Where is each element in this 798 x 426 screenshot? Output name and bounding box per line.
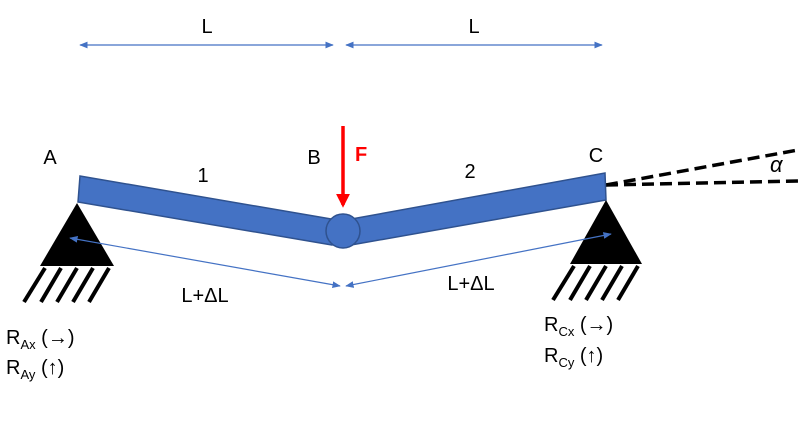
member-label-1: 1	[197, 165, 208, 187]
node-label-a: A	[43, 147, 57, 169]
beam-member-2	[345, 172, 607, 246]
pin-joint-b	[325, 213, 361, 249]
elongation-label-right: L+ΔL	[447, 273, 494, 295]
member-label-2: 2	[464, 161, 475, 183]
pin-support-a	[40, 203, 114, 266]
elongation-line-right	[345, 232, 612, 288]
angle-rotated-line	[605, 148, 798, 187]
dimension-label-right: L	[468, 16, 479, 38]
ground-hatch-a	[22, 266, 111, 304]
angle-alpha-label: α	[770, 152, 784, 177]
ground-hatch-c	[551, 264, 640, 302]
elongation-line-left	[69, 236, 341, 288]
elongation-label-left: L+ΔL	[181, 285, 228, 307]
reaction-c-x: RCx (→)	[544, 314, 613, 339]
reaction-c-y: RCy (↑)	[544, 345, 603, 370]
node-label-c: C	[589, 145, 603, 167]
force-label: F	[355, 144, 367, 166]
reaction-a-x: RAx (→)	[6, 327, 75, 352]
dimension-label-left: L	[201, 16, 212, 38]
pin-support-c	[570, 200, 642, 264]
reaction-a-y: RAy (↑)	[6, 357, 64, 382]
node-label-b: B	[307, 147, 320, 169]
angle-reference-line	[605, 179, 798, 187]
